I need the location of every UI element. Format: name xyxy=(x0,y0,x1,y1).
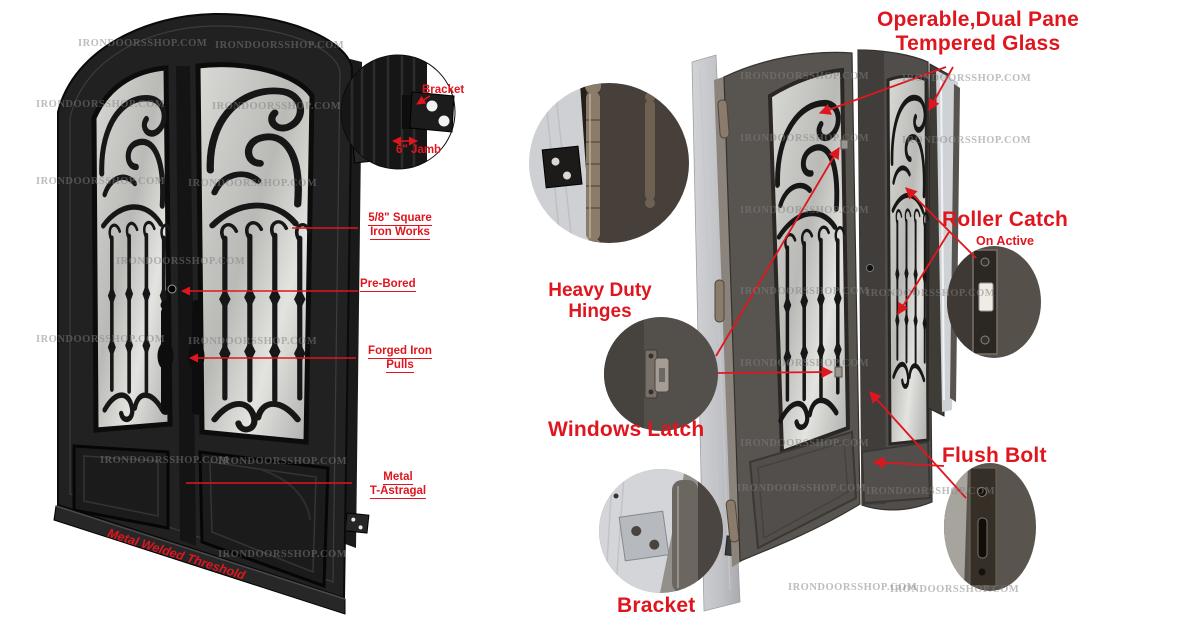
annotation-lines xyxy=(181,66,977,499)
latch-top xyxy=(840,139,849,150)
inset-bracket xyxy=(599,469,723,593)
inset-roller-catch xyxy=(947,246,1041,358)
roller-catch-spot xyxy=(866,264,874,272)
latch-bottom xyxy=(834,366,843,378)
label-t-astragal: Metal T-Astragal xyxy=(369,471,427,499)
inset-windows-latch xyxy=(604,317,718,431)
pre-bored-hole xyxy=(167,284,177,294)
left-door-illustration xyxy=(53,12,456,615)
label-iron-works: 5/8" Square Iron Works xyxy=(368,212,432,240)
label-bracket-left: Bracket xyxy=(422,84,465,96)
right-door-illustration xyxy=(529,49,1041,612)
label-forged-pulls: Forged Iron Pulls xyxy=(368,345,432,373)
door-hinges xyxy=(714,99,740,543)
operable-glass-pane xyxy=(927,63,960,417)
label-bracket-right: Bracket xyxy=(617,594,696,617)
jamb-bracket-bottom xyxy=(344,512,370,534)
label-operable-glass: Operable,Dual Pane Tempered Glass xyxy=(876,8,1079,55)
inset-hinges xyxy=(529,83,689,243)
label-windows-latch: Windows Latch xyxy=(548,418,705,441)
label-roller-catch: Roller Catch On Active xyxy=(941,208,1069,248)
label-heavy-duty-hinges: Heavy Duty Hinges xyxy=(548,280,652,323)
inset-flush-bolt xyxy=(944,463,1036,591)
label-pre-bored: Pre-Bored xyxy=(360,278,416,292)
label-jamb: 6" Jamb xyxy=(396,144,442,156)
label-flush-bolt: Flush Bolt xyxy=(942,444,1047,467)
